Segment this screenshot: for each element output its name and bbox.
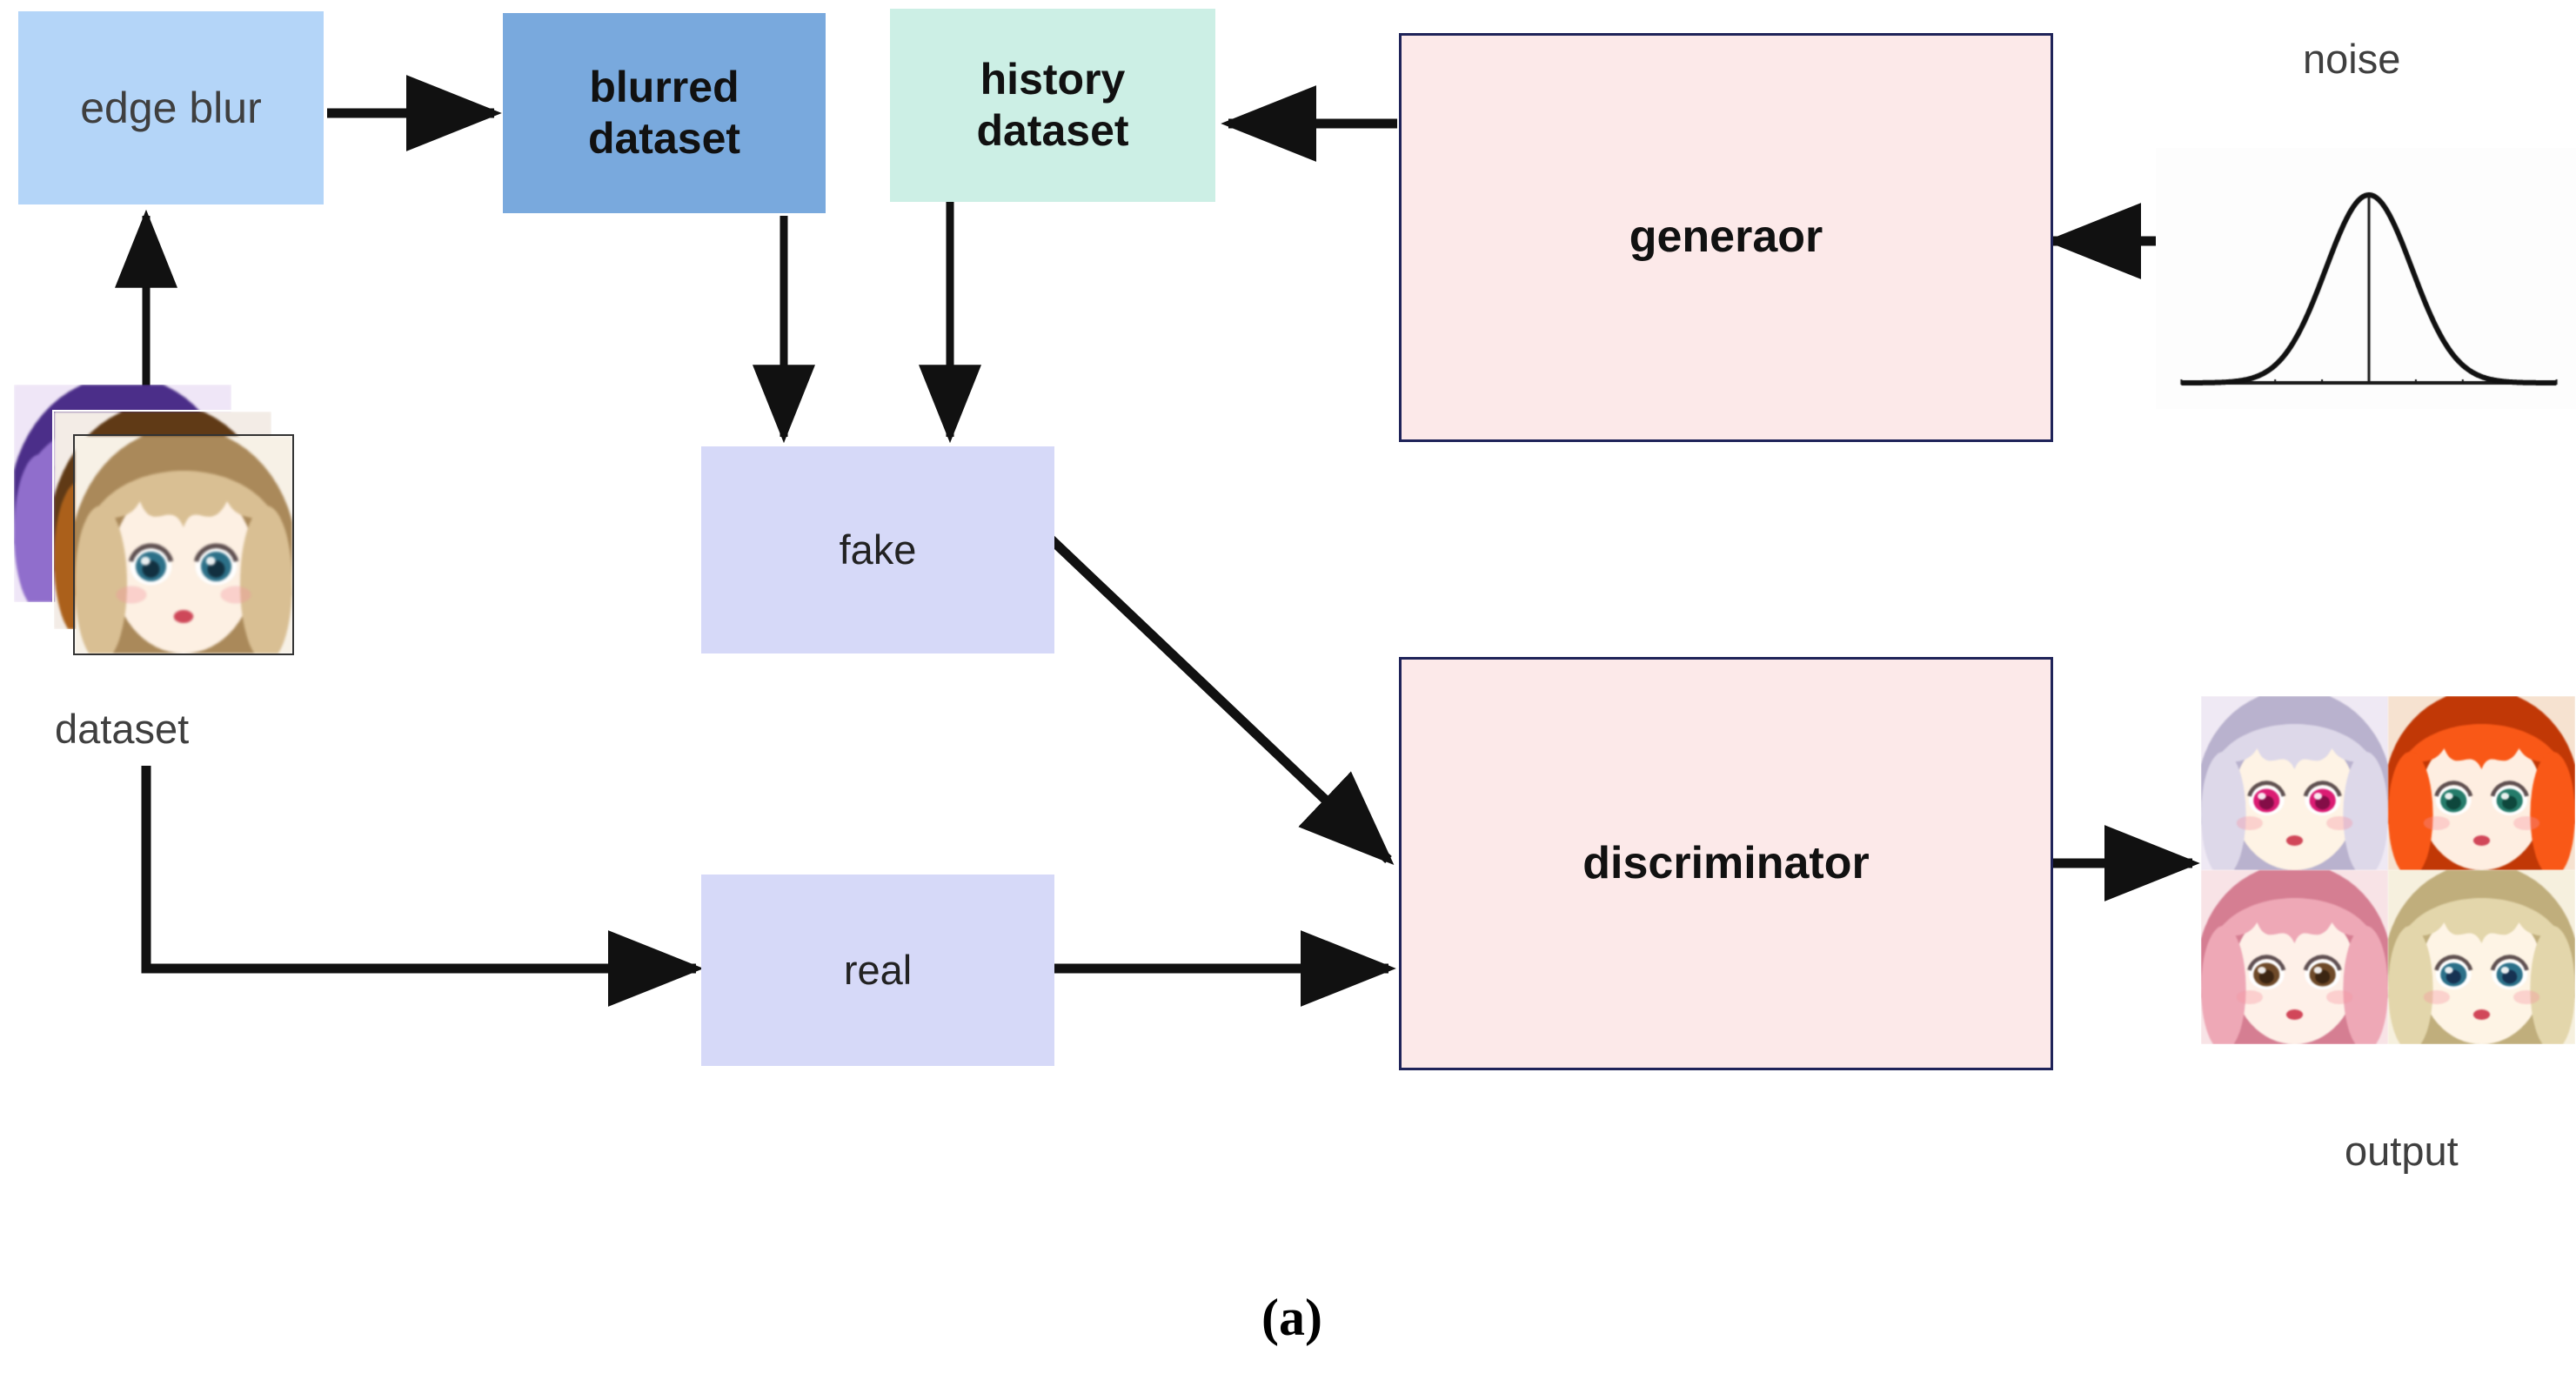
- generated-face-silver-hair: [2201, 696, 2388, 870]
- generated-face-pink-hair: [2201, 870, 2388, 1044]
- node-discriminator[interactable]: discriminator: [1399, 657, 2053, 1070]
- node-blurred-dataset-label-line2: dataset: [587, 114, 741, 163]
- node-real-label: real: [843, 947, 913, 994]
- gaussian-noise-curve-image: [2156, 148, 2576, 409]
- node-blurred-dataset-label-line1: blurred: [589, 63, 739, 111]
- arrow-dataset-to-real: [141, 766, 704, 1007]
- node-history-dataset[interactable]: history dataset: [890, 9, 1215, 202]
- node-history-dataset-label-line2: dataset: [976, 106, 1129, 155]
- generated-faces-grid: [2201, 696, 2575, 1044]
- node-generator-label: generaor: [1629, 211, 1823, 263]
- generated-face-orange-hair: [2388, 696, 2575, 870]
- node-fake[interactable]: fake: [701, 446, 1054, 653]
- node-fake-label: fake: [839, 526, 917, 573]
- dataset-label: dataset: [55, 706, 190, 752]
- node-real[interactable]: real: [701, 875, 1054, 1066]
- node-edge-blur[interactable]: edge blur: [18, 11, 324, 204]
- noise-label: noise: [2303, 36, 2401, 82]
- figure-caption: (a): [1261, 1289, 1322, 1346]
- node-generator[interactable]: generaor: [1399, 33, 2053, 442]
- generated-face-blonde-hair: [2388, 870, 2575, 1044]
- node-history-dataset-label-line1: history: [980, 55, 1126, 104]
- dataset-thumbnail-blonde: [73, 434, 294, 655]
- node-edge-blur-label: edge blur: [80, 83, 262, 132]
- arrow-fake-to-discriminator: [1040, 529, 1395, 866]
- node-discriminator-label: discriminator: [1582, 837, 1870, 888]
- node-blurred-dataset[interactable]: blurred dataset: [503, 13, 826, 213]
- output-label: output: [2345, 1128, 2459, 1174]
